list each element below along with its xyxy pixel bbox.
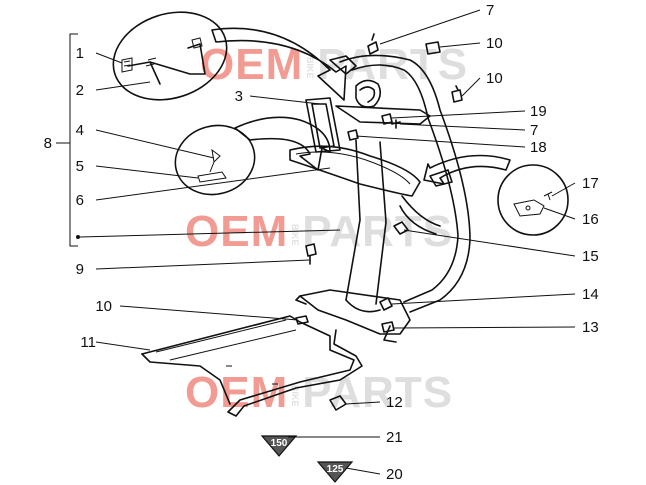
callout-14: 14 [582, 286, 599, 303]
bracket-bullet [76, 235, 80, 239]
callout-12: 12 [386, 394, 403, 411]
detail-circle-mid [174, 116, 331, 196]
callout-9: 9 [76, 261, 84, 278]
badge-125: 125 [316, 461, 354, 483]
detail-circle-top [112, 11, 228, 101]
callout-5: 5 [76, 158, 84, 175]
floor-mat [141, 315, 363, 417]
group-bracket-8 [56, 33, 78, 247]
callout-20: 20 [386, 466, 403, 483]
leader-lines [79, 9, 576, 475]
badge-125-text: 125 [327, 464, 344, 475]
callout-labels: 1 2 3 4 5 6 7 7 8 9 10 10 10 11 12 13 14… [44, 2, 599, 483]
callout-6: 6 [76, 192, 84, 209]
callout-7-mid: 7 [530, 122, 538, 139]
detail-circle-right [423, 154, 569, 236]
callout-10-mid: 10 [486, 70, 503, 87]
fasteners [295, 33, 463, 411]
glove-box-lid [289, 145, 421, 197]
callout-10-bottom: 10 [95, 298, 112, 315]
badge-150: 150 [260, 435, 298, 457]
callout-15: 15 [582, 248, 599, 265]
callout-8: 8 [44, 135, 52, 152]
callout-21: 21 [386, 429, 403, 446]
callout-16: 16 [582, 211, 599, 228]
callout-10-top: 10 [486, 35, 503, 52]
badge-150-text: 150 [271, 438, 288, 449]
callout-2: 2 [76, 82, 84, 99]
callout-4: 4 [76, 122, 84, 139]
pointer-arrow-top [211, 27, 347, 101]
callout-18: 18 [530, 139, 547, 156]
callout-11: 11 [80, 334, 96, 351]
callout-13: 13 [582, 319, 599, 336]
callout-3: 3 [235, 88, 243, 105]
leg-shield [295, 54, 471, 343]
callout-17: 17 [582, 175, 599, 192]
callout-19: 19 [530, 103, 547, 120]
callout-7-top: 7 [486, 2, 494, 19]
callout-1: 1 [76, 45, 84, 62]
